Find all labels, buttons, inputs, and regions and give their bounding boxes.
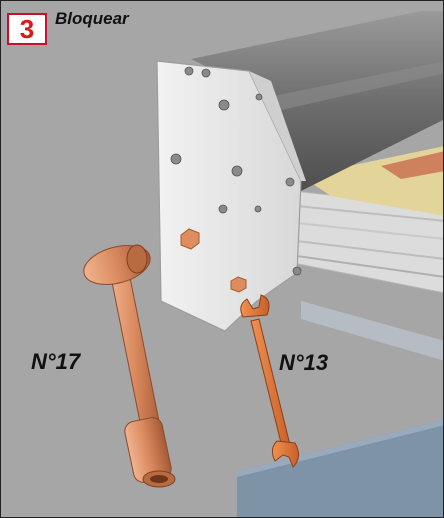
tool-label-17: N°17: [31, 349, 81, 374]
floor-panel: [237, 419, 443, 517]
nut-17: [180, 228, 200, 250]
step-title: Bloquear: [55, 9, 129, 28]
floor-panel-edge: [237, 419, 443, 477]
socket-wrench-17: [83, 244, 176, 488]
nut-13: [230, 276, 247, 293]
wall-strip: [301, 301, 443, 361]
tool-label-13: N°13: [279, 350, 329, 375]
plate-bolts: [170, 66, 302, 276]
end-plate: [156, 60, 302, 332]
step-number-badge: 3: [7, 13, 47, 45]
open-end-wrench-13: [240, 294, 299, 468]
